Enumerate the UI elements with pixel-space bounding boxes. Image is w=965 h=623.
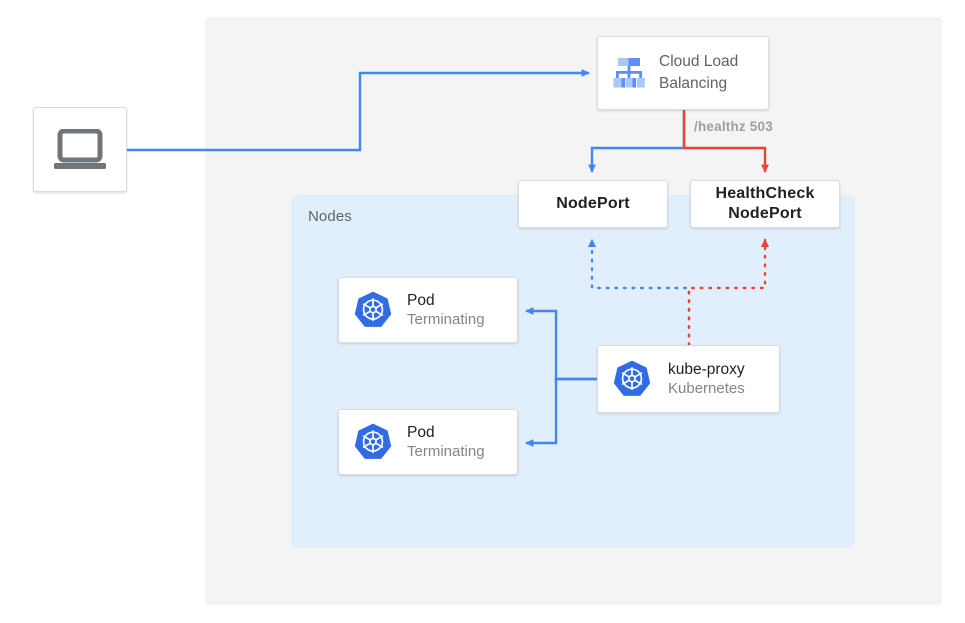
kubernetes-icon (613, 360, 651, 396)
kube-proxy-title: kube-proxy (668, 360, 745, 378)
kubernetes-icon (354, 423, 392, 459)
nodeport-card[interactable]: NodePort (518, 180, 668, 228)
cloud-load-balancing-icon (613, 58, 645, 88)
cloud-load-balancing-card[interactable]: Cloud Load Balancing (597, 36, 769, 110)
cloud-load-balancing-text: Cloud Load Balancing (659, 51, 738, 95)
pod-text-1: Pod Terminating (407, 291, 485, 330)
pod-text-2: Pod Terminating (407, 423, 485, 462)
pod-status-1: Terminating (407, 310, 485, 328)
healthz-status-label: /healthz 503 (694, 119, 773, 134)
kube-proxy-card[interactable]: kube-proxy Kubernetes (597, 345, 780, 413)
cloud-load-balancing-line1: Cloud Load (659, 53, 739, 70)
client-device-card[interactable] (33, 107, 127, 192)
kubernetes-icon (354, 291, 392, 327)
kube-proxy-text: kube-proxy Kubernetes (668, 360, 745, 399)
healthcheck-nodeport-line1: HealthCheck (715, 185, 815, 202)
laptop-icon (54, 128, 106, 169)
healthcheck-nodeport-line2: NodePort (728, 205, 802, 222)
kube-proxy-subtitle: Kubernetes (668, 379, 745, 397)
nodes-region-label: Nodes (308, 208, 352, 225)
cloud-load-balancing-line2: Balancing (659, 75, 728, 92)
nodeport-label: NodePort (556, 195, 630, 212)
pod-card-2[interactable]: Pod Terminating (338, 409, 518, 475)
pod-status-2: Terminating (407, 442, 485, 460)
pod-title-2: Pod (407, 423, 435, 441)
pod-card-1[interactable]: Pod Terminating (338, 277, 518, 343)
pod-title-1: Pod (407, 291, 435, 309)
